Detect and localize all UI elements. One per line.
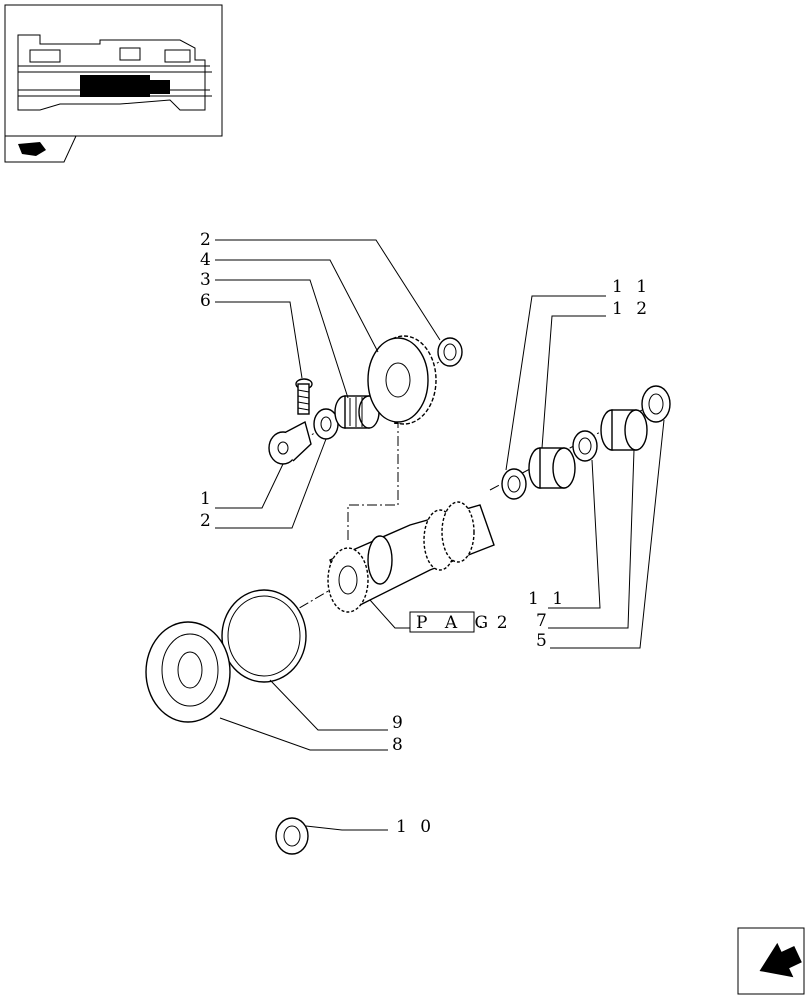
callout-5: 5 (536, 631, 551, 651)
gear-4[interactable] (367, 335, 437, 425)
callout-4: 4 (200, 250, 215, 270)
leader-11a (505, 295, 606, 471)
spacer-washer-1[interactable] (268, 420, 312, 465)
snap-ring-11-left[interactable] (501, 468, 527, 500)
snap-ring-10[interactable] (275, 817, 309, 855)
roller-bearing-12[interactable] (528, 447, 576, 489)
callout-3: 3 (200, 270, 215, 290)
roller-bearing-3[interactable] (334, 395, 380, 429)
callout-1: 1 (200, 489, 215, 509)
callout-2-bottom: 2 (200, 511, 215, 531)
circlip-9[interactable] (221, 589, 307, 683)
leader-6 (215, 301, 303, 379)
callout-9: 9 (392, 713, 407, 733)
snap-ring-2-upper[interactable] (437, 337, 463, 367)
leader-8 (219, 717, 388, 751)
callout-8: 8 (392, 735, 407, 755)
thumbnail-assembly-icon[interactable] (4, 4, 223, 137)
callout-2-top: 2 (200, 230, 215, 250)
leader-2a (215, 239, 441, 341)
snap-ring-5[interactable] (641, 385, 671, 423)
bolt-6[interactable] (295, 378, 313, 415)
leader-2b (215, 438, 327, 529)
leader-11b (548, 459, 601, 609)
callout-11-bottom: 1 1 (528, 589, 567, 609)
page-reference-number: . 2 (478, 613, 512, 633)
tractor-section-icon[interactable] (4, 135, 77, 163)
ball-bearing-8[interactable] (145, 621, 231, 723)
roller-bearing-7[interactable] (600, 409, 648, 451)
leader-7 (548, 449, 635, 629)
navigate-next-arrow-icon[interactable] (737, 927, 806, 995)
leader-12 (541, 315, 606, 449)
leader-10 (305, 825, 388, 831)
leader-3 (215, 279, 349, 399)
callout-7: 7 (536, 611, 551, 631)
snap-ring-11-right[interactable] (572, 430, 598, 462)
page-reference-label: P A G (416, 613, 494, 633)
callout-11-top: 1 1 (612, 277, 651, 297)
leader-1 (215, 463, 284, 509)
leader-4 (215, 259, 379, 353)
leader-5 (550, 419, 665, 649)
leader-pag (369, 599, 410, 629)
callout-6: 6 (200, 291, 215, 311)
page-reference[interactable]: P A G . 2 (409, 611, 512, 633)
callout-10: 1 0 (396, 817, 435, 837)
leader-9 (269, 679, 388, 731)
callout-12: 1 2 (612, 299, 651, 319)
main-shaft[interactable] (327, 501, 495, 613)
